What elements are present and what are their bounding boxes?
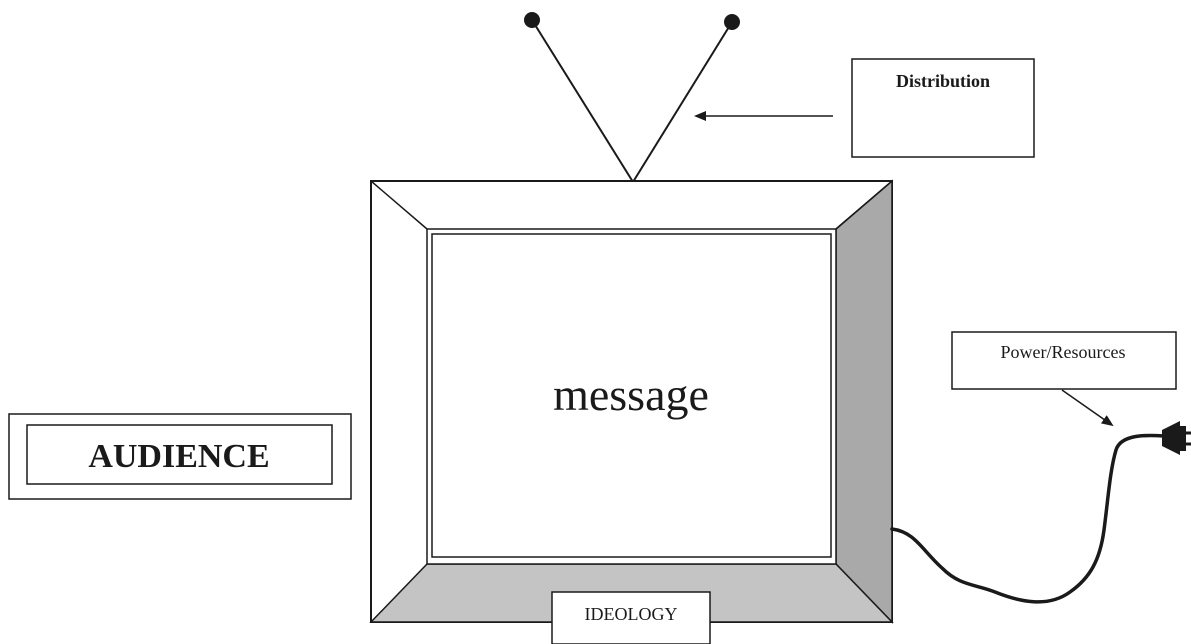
tv-right-bevel [835,179,893,624]
audience-box: AUDIENCE [8,413,352,500]
distribution-box: Distribution [851,58,1035,158]
tv-screen [431,233,832,558]
distribution-label: Distribution [896,71,990,91]
plug-icon [1162,421,1191,455]
ideology-box: IDEOLOGY [551,591,711,644]
ideology-label: IDEOLOGY [585,604,678,624]
tv-top-right-bevel [835,180,893,230]
antenna-tip-right [724,14,740,30]
antenna-tip-left [524,12,540,28]
power-arrow-icon [1061,389,1114,427]
tv-set: message [369,179,894,624]
tv-top-left-bevel [370,180,428,230]
audience-label: AUDIENCE [88,438,269,475]
message-label: message [553,369,709,420]
power-resources-label: Power/Resources [1001,342,1126,362]
power-cord [890,433,1166,604]
power-resources-box: Power/Resources [951,331,1177,390]
antenna-icon [524,12,740,183]
